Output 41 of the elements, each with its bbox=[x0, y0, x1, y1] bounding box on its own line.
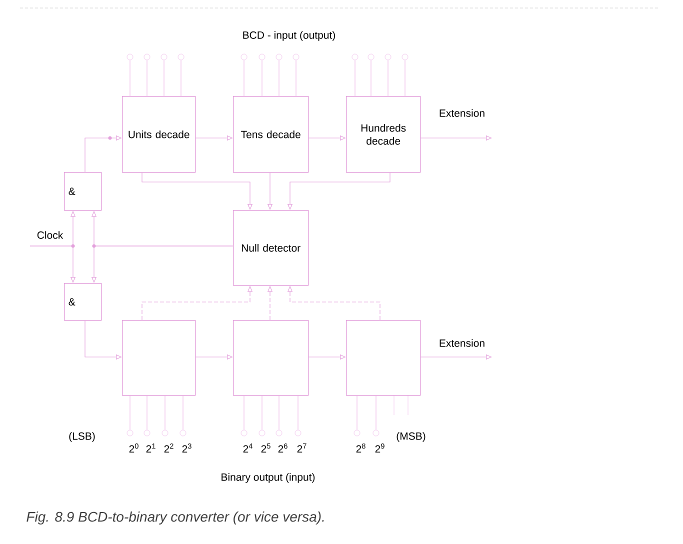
bit-label: 2$^{5}$ bbox=[261, 443, 270, 453]
pin-line bbox=[164, 395, 166, 430]
bit-label: 2$^{1}$ bbox=[146, 443, 156, 453]
block-box bbox=[346, 320, 421, 396]
block-box: Null detector bbox=[233, 210, 309, 286]
bit-label: 2$^{6}$ bbox=[278, 443, 288, 453]
signal-label: (LSB) bbox=[69, 432, 95, 442]
connector bbox=[84, 135, 122, 172]
bit-label: 2$^{8}$ bbox=[356, 443, 366, 453]
pin-line bbox=[404, 60, 406, 96]
connector bbox=[30, 246, 76, 283]
pin-line bbox=[356, 395, 358, 430]
edge-label: Extension bbox=[438, 108, 486, 118]
pin-line bbox=[278, 60, 280, 96]
pin-line bbox=[180, 60, 182, 96]
pin-line bbox=[278, 395, 280, 430]
bit-label: 2$^{7}$ bbox=[297, 443, 306, 453]
block-box bbox=[122, 320, 196, 396]
pin-line bbox=[370, 60, 372, 96]
pin-line bbox=[354, 60, 356, 96]
and-gate: & bbox=[64, 172, 102, 211]
bit-label: 2$^{0}$ bbox=[129, 443, 138, 453]
bit-label: 2$^{2}$ bbox=[164, 443, 174, 453]
pin-line bbox=[146, 395, 148, 430]
bit-label: 2$^{3}$ bbox=[182, 443, 192, 453]
signal-label: BCD - input (output) bbox=[243, 31, 336, 41]
pin-line bbox=[146, 60, 148, 96]
block-box: Tens decade bbox=[233, 96, 309, 173]
bit-label: 2$^{9}$ bbox=[375, 443, 384, 453]
block-box: Hundreds decade bbox=[346, 96, 421, 173]
edge-label: Clock bbox=[36, 230, 64, 240]
signal-label: (MSB) bbox=[396, 432, 426, 442]
figure-caption: Fig. 8.9 BCD-to-binary converter (or vice versa). bbox=[26, 511, 324, 525]
and-gate: & bbox=[64, 283, 102, 321]
bit-label: 2$^{4}$ bbox=[243, 443, 252, 453]
pin-line bbox=[182, 395, 184, 430]
edge-label: Extension bbox=[438, 338, 486, 348]
block-box bbox=[233, 320, 309, 396]
connector bbox=[142, 172, 253, 210]
block-box: Units decade bbox=[122, 96, 196, 173]
signal-label: Binary output (input) bbox=[222, 473, 315, 483]
